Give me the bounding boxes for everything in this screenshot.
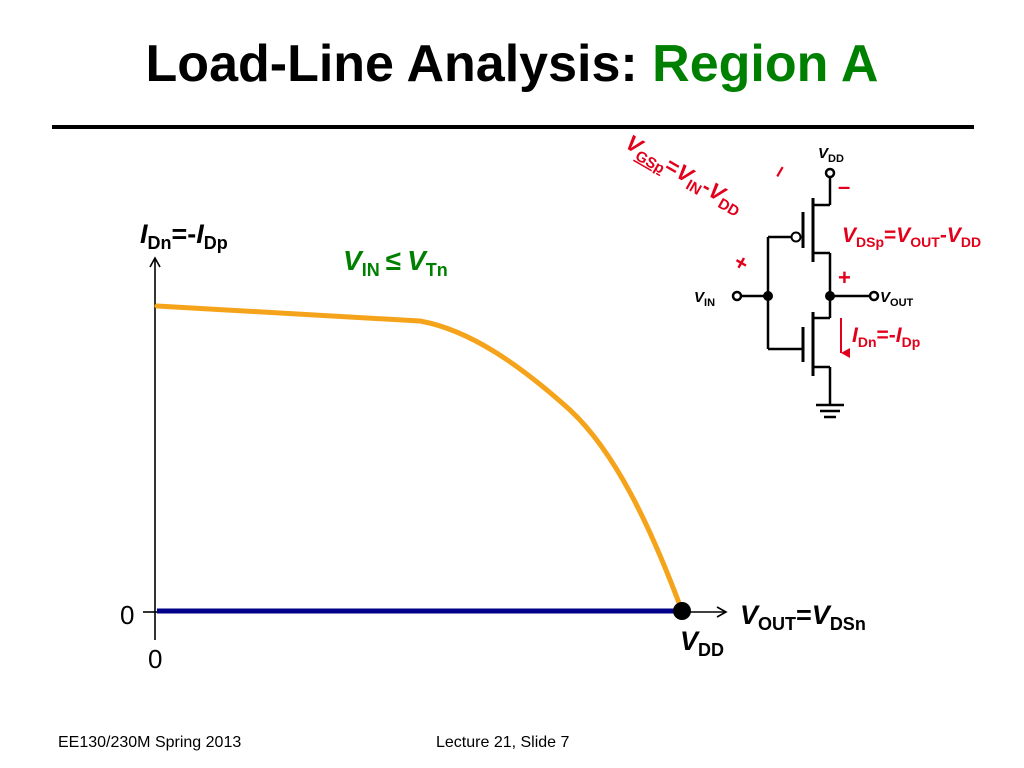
y-axis-label: IDn=-IDp bbox=[140, 219, 228, 253]
vgsp-annotation: VGSp=VIN-VDD bbox=[620, 130, 749, 221]
output-node-dot bbox=[825, 291, 835, 301]
x-origin-label: 0 bbox=[148, 644, 162, 674]
vdd-axis-label: VDD bbox=[680, 626, 724, 660]
title-accent: Region A bbox=[652, 35, 879, 93]
x-axis-label: VOUT=VDSn bbox=[740, 600, 866, 634]
operating-point bbox=[673, 602, 691, 620]
title-main: Load-Line Analysis: bbox=[145, 35, 638, 93]
vgs-plus-sign: + bbox=[730, 249, 754, 277]
title-underline bbox=[52, 125, 974, 129]
circuit-vdd-label: VDD bbox=[818, 145, 844, 165]
circuit-vout-label: VOUT bbox=[880, 289, 914, 309]
vdsp-annotation: VDSp=VOUT-VDD bbox=[842, 224, 981, 250]
vds-plus-sign: + bbox=[838, 265, 851, 290]
vds-minus-sign: – bbox=[838, 174, 850, 199]
svg-text:VGSp=VIN-VDD: VGSp=VIN-VDD bbox=[620, 130, 749, 221]
circuit-vin-label: VIN bbox=[694, 289, 715, 309]
vgs-minus-sign: – bbox=[765, 159, 793, 182]
idn-annotation: IDn=-IDp bbox=[852, 324, 920, 350]
cmos-inverter-schematic bbox=[731, 167, 880, 419]
y-origin-label: 0 bbox=[120, 600, 134, 630]
footer-course: EE130/230M Spring 2013 bbox=[58, 734, 242, 751]
region-condition: VIN≤VTn bbox=[343, 245, 448, 280]
footer-slide-number: Lecture 21, Slide 7 bbox=[436, 734, 570, 751]
pmos-load-line bbox=[154, 303, 685, 614]
slide-title: Load-Line Analysis: Region A bbox=[0, 38, 1024, 90]
input-node-dot bbox=[763, 291, 773, 301]
